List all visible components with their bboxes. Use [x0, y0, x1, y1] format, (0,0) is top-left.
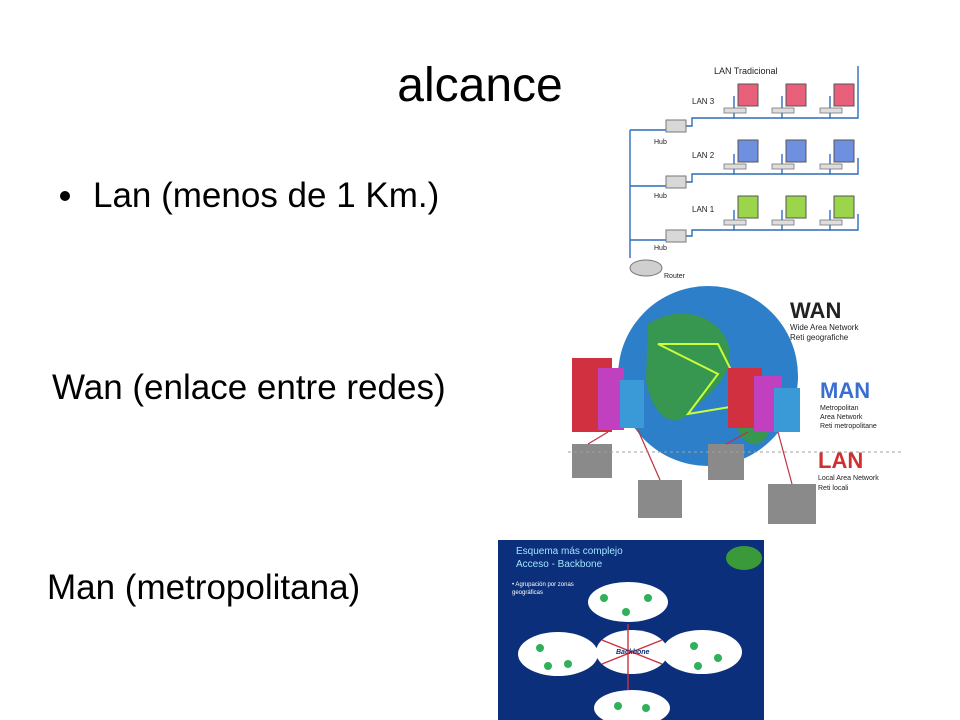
bullet-dot-icon [60, 191, 70, 201]
backbone-label: Backbone [616, 649, 650, 656]
wan-label: Wan (enlace entre redes) [52, 368, 446, 407]
wan-title: WAN [790, 298, 841, 323]
lan-sub1: Local Area Network [818, 475, 879, 482]
bullet-lan-text: Lan (menos de 1 Km.) [93, 176, 440, 215]
lan-title: LAN [818, 448, 863, 473]
lan-link-lines [587, 429, 793, 485]
man-sub1: Metropolitan [820, 405, 859, 412]
wan-diagram: WAN Wide Area Network Reti geografiche M… [568, 284, 904, 536]
backbone-diagram: Esquema más complejo Acceso - Backbone •… [498, 540, 764, 720]
wan-sub2: Reti geografiche [790, 333, 849, 342]
router-label: Router [664, 273, 686, 280]
man-label: Man (metropolitana) [47, 568, 361, 607]
router-icon [629, 259, 663, 277]
building-icons-ground [572, 444, 816, 524]
backbone-title1: Esquema más complejo [516, 546, 623, 557]
lan3-computers [723, 83, 855, 114]
hub-label-1: Hub [654, 245, 667, 252]
hub-icons [665, 119, 687, 243]
hub-label-3: Hub [654, 139, 667, 146]
backbone-title2: Acceso - Backbone [516, 559, 603, 570]
node-icons [536, 594, 722, 712]
wan-sub1: Wide Area Network [790, 323, 859, 332]
badge-icon [726, 546, 762, 570]
backbone-note1: • Agrupación por zonas [512, 582, 574, 588]
lan-diagram: LAN Tradicional LAN 3 LAN 2 LAN 1 [622, 58, 864, 284]
backbone-note2: geográficas [512, 590, 543, 596]
lan2-label: LAN 2 [692, 151, 715, 160]
lan2-computers [723, 139, 855, 170]
man-title: MAN [820, 378, 870, 403]
wan-links [657, 343, 750, 416]
lan-heading: LAN Tradicional [714, 66, 778, 76]
slide-title: alcance [397, 59, 563, 112]
backbone-diagram-svg: Esquema más complejo Acceso - Backbone •… [498, 540, 764, 720]
bullet-lan: Lan (menos de 1 Km.) [60, 176, 439, 216]
backbone-links [601, 624, 663, 690]
man-sub2: Area Network [820, 414, 863, 421]
wan-diagram-svg: WAN Wide Area Network Reti geografiche M… [568, 284, 904, 536]
lan-sub2: Reti locali [818, 485, 849, 492]
lan3-label: LAN 3 [692, 97, 715, 106]
lan1-computers [723, 195, 855, 226]
man-sub3: Reti metropolitane [820, 423, 877, 430]
hub-label-2: Hub [654, 193, 667, 200]
building-icons-left [572, 358, 644, 432]
lan1-label: LAN 1 [692, 205, 715, 214]
lan-diagram-svg: LAN Tradicional LAN 3 LAN 2 LAN 1 [622, 58, 864, 284]
building-icons-right [728, 368, 800, 432]
